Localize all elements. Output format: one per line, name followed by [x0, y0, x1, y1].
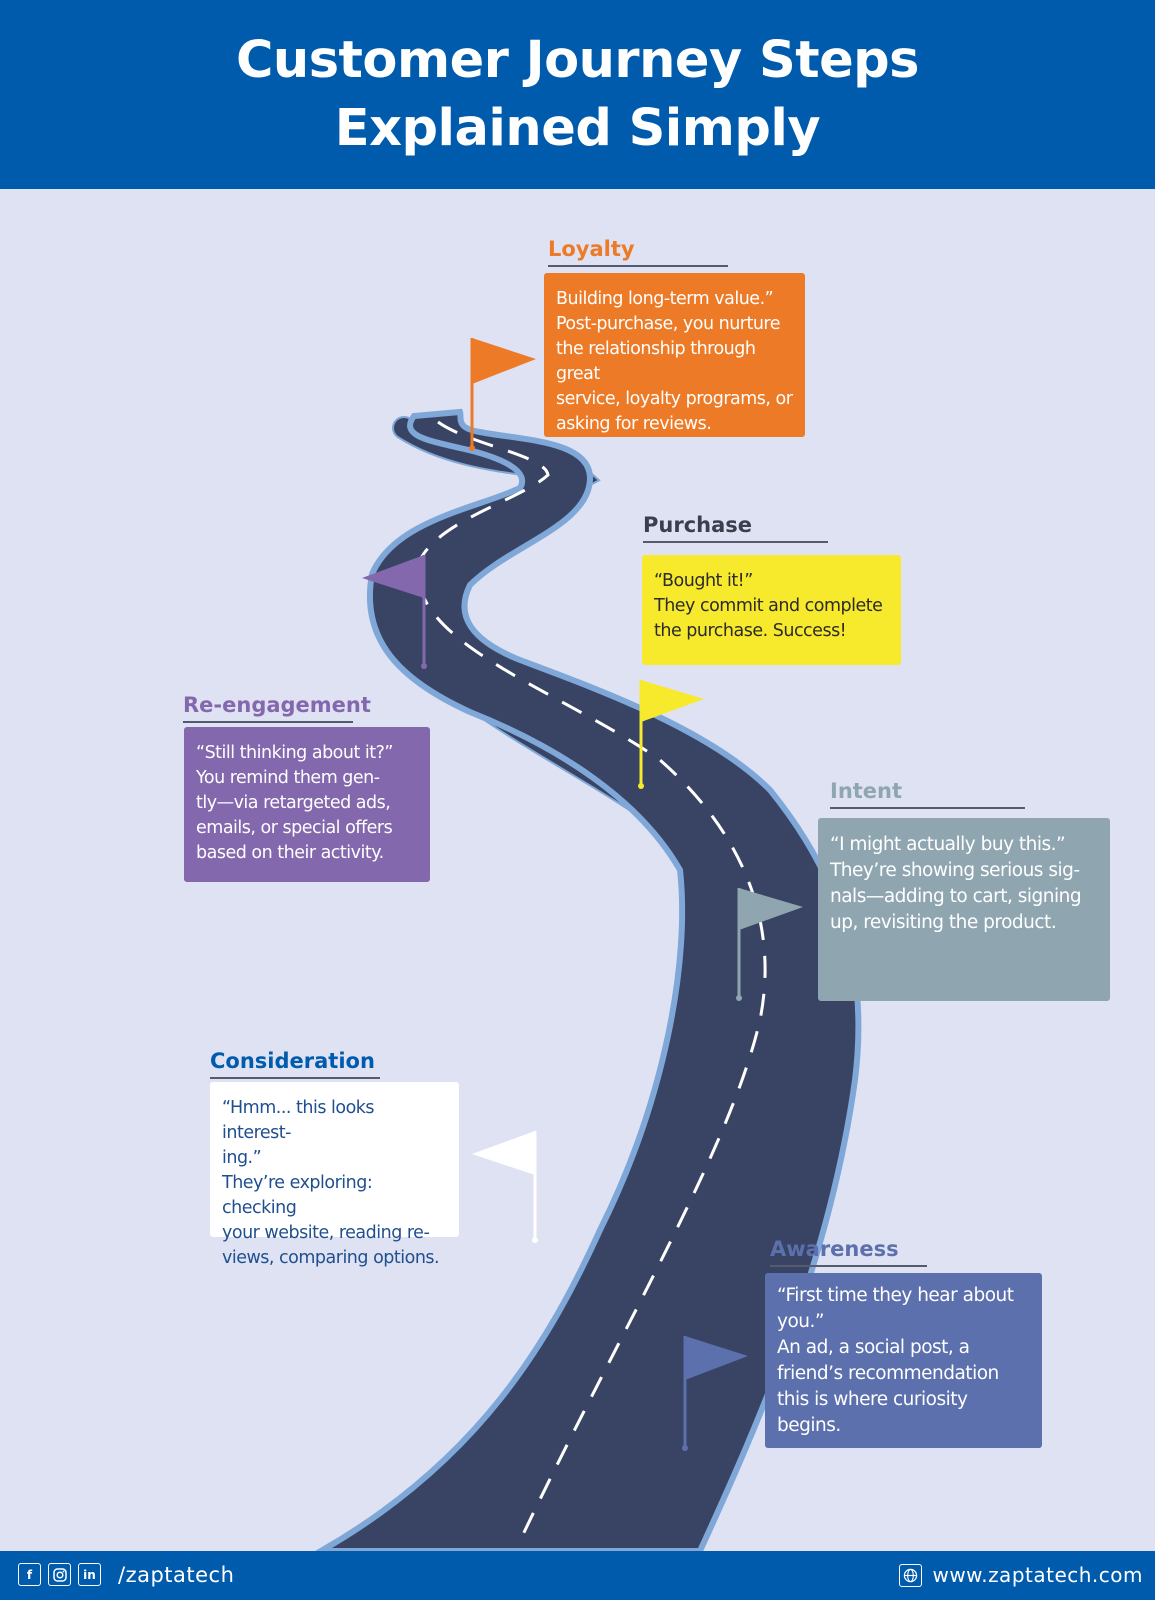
social-links: f in: [18, 1563, 101, 1586]
flag-purchase: [638, 680, 704, 789]
awareness-line: this is where curiosity: [777, 1389, 968, 1410]
page-title: Customer Journey Steps Explained Simply: [235, 27, 920, 163]
globe-icon: [899, 1563, 923, 1587]
purchase-line: “Bought it!”: [654, 571, 753, 591]
social-handle[interactable]: /zaptatech: [118, 1563, 235, 1587]
reengagement-line: tly—via retargeted ads,: [196, 793, 391, 813]
stage-title-intent: Intent: [830, 779, 1025, 809]
consideration-line: ing.”: [222, 1148, 262, 1168]
intent-line: They’re showing serious sig-: [830, 860, 1080, 881]
stage-box-consideration: “Hmm... this looks interest- ing.” They’…: [210, 1082, 459, 1268]
loyalty-line: asking for reviews.: [556, 414, 712, 434]
header-banner: Customer Journey Steps Explained Simply: [0, 0, 1155, 189]
title-line-1: Customer Journey Steps: [235, 30, 920, 90]
loyalty-line: Post-purchase, you nurture: [556, 314, 781, 334]
loyalty-line: the relationship through great: [556, 339, 756, 384]
flag-intent: [736, 888, 803, 1001]
awareness-line: friend’s recommendation: [777, 1363, 999, 1384]
reengagement-line: emails, or special offers: [196, 818, 393, 838]
stage-title-loyalty: Loyalty: [548, 237, 728, 267]
consideration-line: your website, reading re-: [222, 1223, 430, 1243]
awareness-line: you.”: [777, 1311, 824, 1332]
purchase-line: They commit and complete: [654, 596, 883, 616]
awareness-line: “First time they hear about: [777, 1285, 1014, 1306]
flag-consideration: [472, 1131, 538, 1243]
website-url: www.zaptatech.com: [932, 1563, 1143, 1587]
intent-line: “I might actually buy this.”: [830, 834, 1066, 855]
awareness-line: An ad, a social post, a: [777, 1337, 970, 1358]
flag-loyalty: [469, 338, 536, 451]
stage-box-awareness: “First time they hear about you.” An ad,…: [765, 1273, 1042, 1448]
stage-title-consideration: Consideration: [210, 1049, 380, 1079]
footer-bar: f in /zaptatech www.zaptatech.com: [0, 1551, 1155, 1600]
consideration-line: views, comparing options.: [222, 1248, 440, 1268]
intent-line: up, revisiting the product.: [830, 912, 1057, 933]
linkedin-icon[interactable]: in: [78, 1563, 101, 1586]
reengagement-line: “Still thinking about it?”: [196, 743, 393, 763]
stage-title-awareness: Awareness: [770, 1237, 927, 1267]
loyalty-line: Building long-term value.”: [556, 289, 774, 309]
stage-box-loyalty: Building long-term value.” Post-purchase…: [544, 273, 805, 437]
instagram-icon[interactable]: [48, 1563, 71, 1586]
title-line-2: Explained Simply: [334, 98, 821, 158]
stage-box-purchase: “Bought it!” They commit and complete th…: [642, 555, 901, 665]
stage-title-purchase: Purchase: [643, 513, 828, 543]
stage-box-intent: “I might actually buy this.” They’re sho…: [818, 818, 1110, 1001]
stage-title-reengagement: Re-engagement: [183, 693, 371, 723]
flag-reengagement: [362, 555, 427, 669]
purchase-line: the purchase. Success!: [654, 621, 847, 641]
road-body: [309, 408, 862, 1554]
reengagement-line: based on their activity.: [196, 843, 384, 863]
website-link[interactable]: www.zaptatech.com: [899, 1563, 1143, 1587]
awareness-line: begins.: [777, 1415, 841, 1436]
loyalty-line: service, loyalty programs, or: [556, 389, 793, 409]
intent-line: nals—adding to cart, signing: [830, 886, 1082, 907]
reengagement-line: You remind them gen-: [196, 768, 380, 788]
road-center-line: [416, 420, 767, 1546]
stage-box-reengagement: “Still thinking about it?” You remind th…: [184, 727, 430, 882]
consideration-line: “Hmm... this looks interest-: [222, 1098, 375, 1143]
consideration-line: They’re exploring: checking: [222, 1173, 373, 1218]
flag-awareness: [682, 1336, 748, 1451]
facebook-icon[interactable]: f: [18, 1563, 41, 1586]
